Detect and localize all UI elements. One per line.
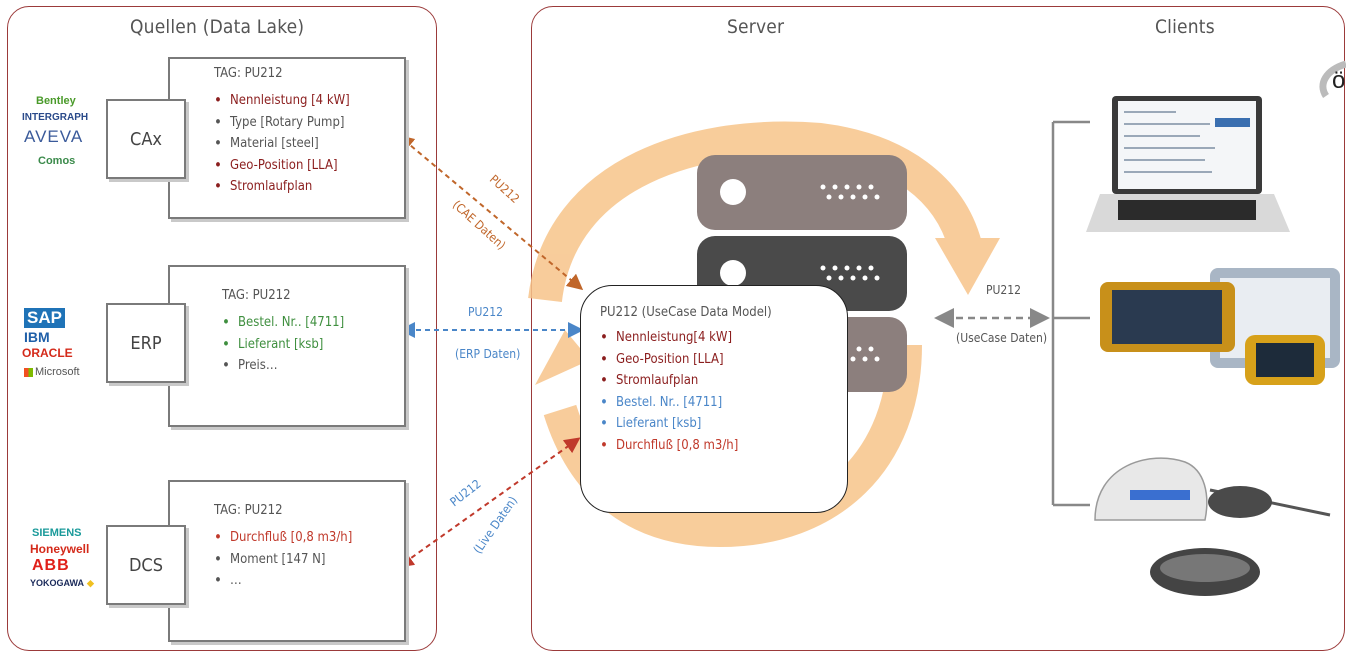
erp-label-box: ERP (106, 303, 186, 383)
list-item: Nennleistung [4 kW] (214, 90, 350, 112)
clients-title: Clients (1155, 16, 1215, 38)
ibm-logo: IBM (24, 329, 50, 345)
list-item: Stromlaufplan (600, 370, 738, 392)
list-item: Lieferant [ksb] (222, 334, 344, 356)
comos-logo: Comos (38, 155, 76, 167)
dcs-label: DCS (128, 554, 164, 576)
bentley-logo: Bentley (36, 95, 76, 107)
erp-connection-label: (ERP Daten) (455, 347, 521, 361)
yokogawa-logo: YOKOGAWA◆ (30, 578, 94, 589)
client-bracket (1051, 120, 1090, 507)
oracle-logo: ORACLE (22, 346, 73, 360)
usecase-model-items: Nennleistung[4 kW] Geo-Position [LLA] St… (600, 327, 738, 456)
usecase-connection-label: (UseCase Daten) (956, 331, 1048, 345)
erp-label: ERP (130, 332, 162, 354)
erp-tag: TAG: PU212 (222, 288, 291, 303)
list-item: Type [Rotary Pump] (214, 112, 350, 134)
smart-glasses-icon (1094, 457, 1331, 596)
cax-tag: TAG: PU212 (214, 66, 283, 81)
cax-items: Nennleistung [4 kW] Type [Rotary Pump] M… (214, 90, 350, 198)
list-item: Preis… (222, 355, 344, 377)
list-item: Material [steel] (214, 133, 350, 155)
list-item: Stromlaufplan (214, 176, 350, 198)
server-title: Server (727, 16, 785, 38)
cax-label-box: CAx (106, 99, 186, 179)
svg-text:ö: ö (1332, 67, 1345, 94)
list-item: Geo-Position [LLA] (214, 155, 350, 177)
honeywell-logo: Honeywell (30, 542, 90, 556)
microsoft-icon (24, 367, 33, 377)
rugged-tablet-icon (1100, 268, 1340, 385)
list-item: … (214, 570, 352, 592)
list-item: Nennleistung[4 kW] (600, 327, 738, 349)
sources-title: Quellen (Data Lake) (130, 16, 305, 38)
list-item: Durchfluß [0,8 m3/h] (214, 527, 352, 549)
list-item: Bestel. Nr.. [4711] (222, 312, 344, 334)
microsoft-name: Microsoft (35, 366, 80, 378)
sap-logo: SAP (24, 308, 65, 328)
abb-logo: ABB (32, 557, 70, 574)
list-item: Bestel. Nr.. [4711] (600, 392, 738, 414)
aveva-logo: AVEVA (24, 127, 84, 146)
dcs-tag: TAG: PU212 (214, 503, 283, 518)
siemens-logo: SIEMENS (32, 527, 82, 539)
microsoft-logo: Microsoft (24, 366, 80, 378)
usecase-model-title: PU212 (UseCase Data Model) (600, 305, 772, 320)
laptop-icon (1086, 96, 1290, 232)
list-item: Geo-Position [LLA] (600, 349, 738, 371)
dcs-label-box: DCS (106, 525, 186, 605)
cax-label: CAx (130, 128, 162, 150)
list-item: Durchfluß [0,8 m3/h] (600, 435, 738, 457)
erp-items: Bestel. Nr.. [4711] Lieferant [ksb] Prei… (222, 312, 344, 377)
diamond-icon: ◆ (87, 578, 94, 588)
intergraph-logo: INTERGRAPH (22, 112, 89, 123)
erp-connection-tag: PU212 (468, 305, 504, 319)
list-item: Moment [147 N] (214, 549, 352, 571)
yokogawa-name: YOKOGAWA (30, 578, 85, 588)
dcs-items: Durchfluß [0,8 m3/h] Moment [147 N] … (214, 527, 352, 592)
list-item: Lieferant [ksb] (600, 413, 738, 435)
usecase-connection-tag: PU212 (986, 283, 1022, 297)
